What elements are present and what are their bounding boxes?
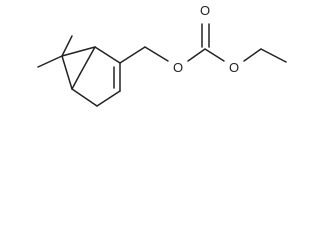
carbonyl-oxygen-label: O (200, 3, 210, 18)
bond-ch2-ch3 (260, 48, 287, 63)
ethoxy-oxygen-label: O (229, 60, 239, 75)
bond-c3-c4 (96, 90, 121, 107)
bond-methyl-left (37, 55, 63, 68)
bond-c2-ch2 (119, 46, 146, 64)
bond-c4-c5 (71, 88, 98, 107)
bond-cgem-bridgehead-bottom (61, 55, 73, 90)
bond-methyl-top (61, 35, 73, 57)
bicyclic-skeleton (37, 35, 121, 107)
bond-ch2-bridgehead-bottom (71, 73, 81, 90)
bond-ch2-o1 (144, 46, 169, 62)
ester-oxygen-label: O (173, 60, 183, 75)
bond-carbonyl-c-o2 (204, 48, 225, 62)
bond-o2-ch2 (243, 48, 262, 62)
bond-bridgehead-top-ch2 (79, 46, 96, 75)
bond-cgem-bridgehead-top (61, 46, 96, 57)
ethyl-carbonate-chain (119, 23, 287, 64)
chemical-structure-diagram: O O O (37, 3, 287, 107)
bond-o1-carbonyl-c (187, 48, 206, 62)
bond-bridgehead-c2 (94, 46, 121, 64)
